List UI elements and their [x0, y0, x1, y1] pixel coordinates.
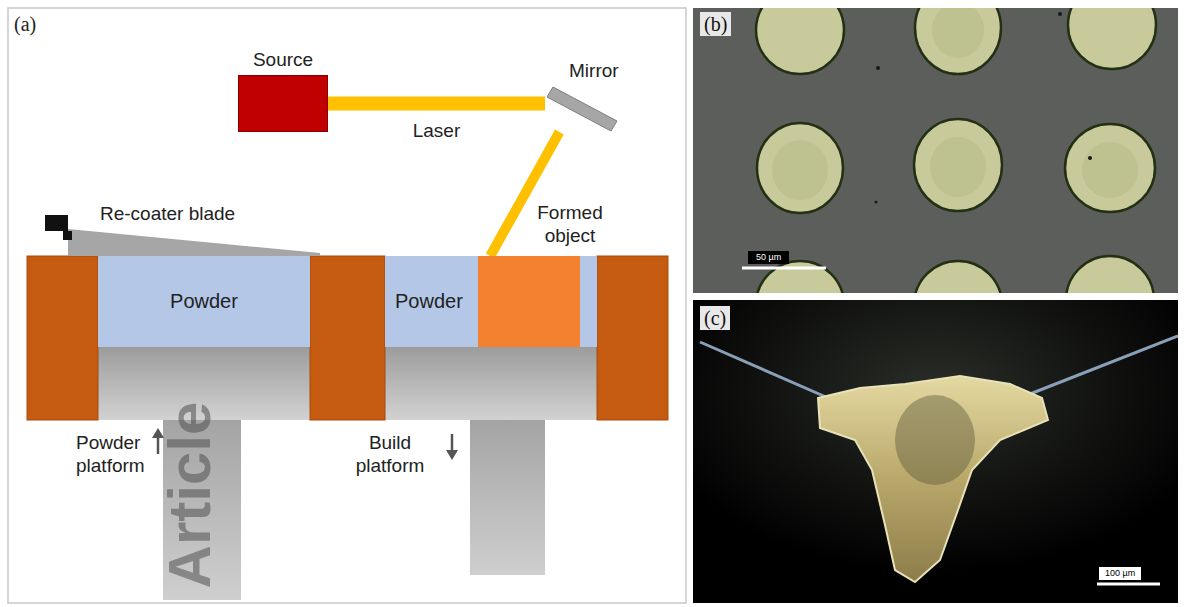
dot-texture — [932, 8, 984, 58]
mirror: Mirror — [545, 86, 617, 132]
wire — [1030, 336, 1178, 394]
defect-dot — [1058, 12, 1062, 16]
scale-bar — [1097, 583, 1160, 586]
component-label: Powder — [170, 289, 238, 313]
dot-texture — [930, 137, 986, 197]
melted-structure — [818, 376, 1048, 582]
scale-bar — [742, 267, 826, 270]
beam-label: Laser — [413, 120, 461, 143]
powder-chamber — [98, 347, 310, 420]
wall — [597, 256, 668, 420]
scale-label: 100 µm — [1099, 567, 1141, 580]
melt-dot — [1068, 8, 1156, 69]
micrograph-c — [693, 300, 1178, 603]
sample-view — [700, 336, 1178, 582]
component-label: Re-coater blade — [100, 203, 235, 226]
melt-dot — [756, 8, 844, 74]
watermark: Article — [154, 402, 226, 589]
build-bed: Powder Formed object — [385, 256, 597, 347]
powder-bed: Powder — [98, 256, 310, 347]
laser-beam — [328, 97, 545, 111]
panel-label: (b) — [700, 12, 731, 36]
melt-dot — [756, 261, 844, 293]
build-chamber — [385, 347, 597, 420]
defect-dot — [876, 66, 880, 70]
structure-shadow — [895, 395, 975, 485]
recoater-blade — [68, 229, 320, 256]
mirror-shape — [545, 86, 617, 132]
defect-dot — [1088, 156, 1092, 160]
mirror-shape — [547, 87, 617, 131]
wire — [700, 342, 842, 404]
melt-dot — [914, 119, 1002, 211]
dot-texture — [1082, 142, 1138, 198]
blade-holder — [45, 215, 72, 240]
panel-frame — [8, 8, 686, 603]
wall — [27, 256, 98, 420]
melt-dot — [914, 261, 1002, 293]
panel-label: (c) — [700, 306, 730, 330]
melt-dot — [757, 123, 843, 213]
melt-dot — [1065, 124, 1155, 212]
defect-dot — [875, 201, 878, 204]
up-arrow — [152, 428, 164, 438]
down-arrow — [451, 434, 454, 452]
dot-array — [756, 8, 1156, 293]
formed-object: Formed object — [478, 256, 580, 347]
down-arrow — [446, 450, 458, 460]
component-label: Source — [253, 49, 313, 72]
laser-source: Source — [238, 75, 328, 132]
wall — [310, 256, 385, 420]
scale-label: 50 µm — [748, 251, 789, 264]
build-piston — [470, 420, 545, 575]
melt-dot — [915, 8, 1001, 74]
component-label: Mirror — [569, 60, 619, 83]
powder-piston — [163, 420, 241, 600]
component-label: Powder — [395, 289, 463, 313]
component-label: Build platform — [348, 432, 432, 478]
up-arrow — [157, 436, 160, 454]
component-label: Formed object — [528, 202, 612, 248]
component-label: Powder platform — [76, 432, 154, 478]
dot-texture — [772, 140, 828, 200]
melt-dot — [1066, 256, 1154, 293]
panel-label: (a) — [14, 12, 36, 36]
